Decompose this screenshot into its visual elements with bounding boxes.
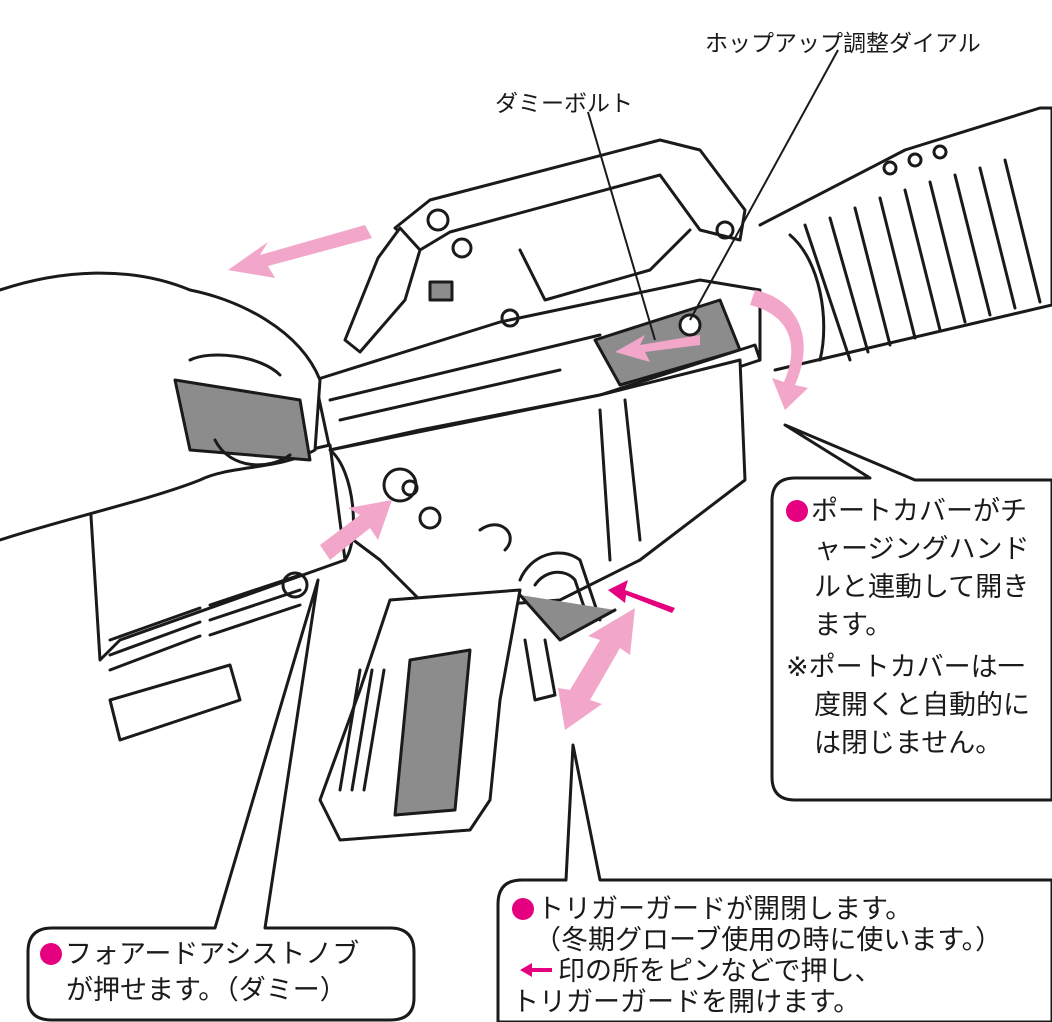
- arrow-bolt: [615, 335, 700, 362]
- callout-trigger-guard: トリガーガードが開閉します。 （冬期グローブ使用の時に使います。） 印の所をピン…: [512, 894, 1002, 1018]
- arrow-port-cover: [750, 290, 808, 410]
- callout-port-cover-line3: ルと連動して開き: [814, 572, 1030, 603]
- callout-trigger-guard-line4: トリガーガードを開けます。: [512, 987, 861, 1018]
- lower-receiver: [328, 358, 747, 612]
- marker-arrow-pin: [608, 580, 675, 613]
- callout-bubble-trigger-guard: [496, 743, 1052, 1022]
- callout-bubble-port-cover: [770, 423, 1052, 802]
- callout-port-cover-line2: ャージングハンド: [814, 534, 1030, 565]
- leader-hopup-dial: [689, 49, 839, 321]
- callout-port-cover: ポートカバーがチ ャージングハンド ルと連動して開き ます。 ※ポートカバーは一…: [786, 493, 1030, 763]
- handguard-right: [758, 106, 1052, 372]
- label-dummy-bolt: ダミーボルト: [495, 91, 633, 117]
- callout-trigger-guard-line3: 印の所をピンなどで押し、: [512, 956, 1002, 987]
- hand: [0, 271, 322, 542]
- arrow-trigger-guard: [558, 608, 635, 730]
- callout-trigger-guard-line1: トリガーガードが開閉します。: [512, 894, 1002, 925]
- callout-forward-assist-line1: フォアードアシストノブ: [40, 937, 359, 973]
- callout-forward-assist: フォアードアシストノブ が押せます。（ダミー）: [40, 937, 359, 1009]
- trigger-guard: [518, 551, 617, 702]
- bullet-dot-icon: [512, 898, 534, 920]
- pink-arrow-icon: [520, 963, 552, 977]
- callout-port-cover-line4: ます。: [814, 610, 893, 641]
- callout-forward-assist-line2: が押せます。（ダミー）: [66, 975, 347, 1006]
- callout-port-cover-note3: は閉じません。: [814, 728, 1003, 759]
- bullet-dot-icon: [40, 943, 62, 965]
- bullet-dot-icon: [786, 500, 808, 522]
- pistol-grip: [318, 588, 522, 842]
- label-hopup-dial: ホップアップ調整ダイアル: [705, 31, 981, 57]
- callout-port-cover-line1: ポートカバーがチ: [786, 493, 1030, 531]
- arrow-charging-handle: [228, 225, 372, 278]
- callout-trigger-guard-line2: （冬期グローブ使用の時に使います。）: [534, 925, 1003, 956]
- callout-bubble-forward-assist: [26, 578, 416, 1022]
- leader-dummy-bolt: [587, 111, 656, 341]
- callout-port-cover-note1: ※ポートカバーは一: [786, 652, 1025, 683]
- carry-handle: [343, 138, 747, 354]
- arrow-forward-assist: [320, 500, 392, 560]
- callout-port-cover-note2: 度開くと自動的に: [814, 690, 1030, 721]
